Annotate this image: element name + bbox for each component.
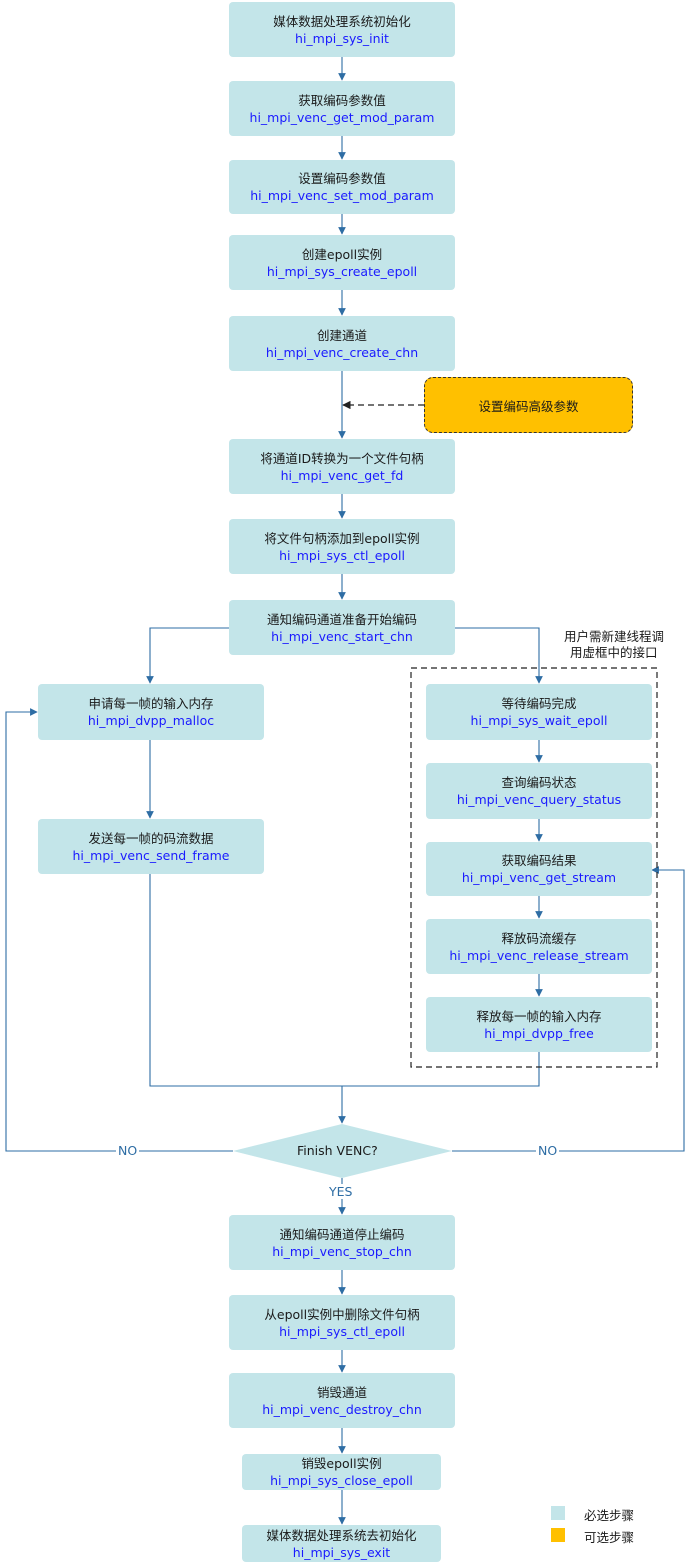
step-label: 媒体数据处理系统初始化 xyxy=(273,13,411,29)
step-api: hi_mpi_sys_init xyxy=(295,30,389,46)
thread-note-line1: 用户需新建线程调 xyxy=(564,629,665,644)
step-api: hi_mpi_venc_set_mod_param xyxy=(250,188,434,203)
step-query-status: 查询编码状态 hi_mpi_venc_query_status xyxy=(426,763,652,819)
step-api: hi_mpi_sys_close_epoll xyxy=(270,1473,413,1488)
decision-diamond xyxy=(233,1124,452,1178)
legend-required-swatch xyxy=(551,1506,565,1520)
thread-note-line2: 用虚框中的接口 xyxy=(570,645,658,660)
decision-no-left: NO xyxy=(116,1143,140,1158)
legend-required-label: 必选步骤 xyxy=(584,1508,635,1523)
step-label: 销毁通道 xyxy=(316,1384,367,1400)
optional-step-label: 设置编码高级参数 xyxy=(478,398,579,414)
step-create-chn: 创建通道 hi_mpi_venc_create_chn xyxy=(229,316,455,371)
step-label: 等待编码完成 xyxy=(501,696,577,711)
step-label: 媒体数据处理系统去初始化 xyxy=(266,1527,417,1543)
step-api: hi_mpi_sys_create_epoll xyxy=(266,263,418,279)
step-api: hi_mpi_dvpp_malloc xyxy=(87,713,215,728)
step-close-epoll: 销毁epoll实例 hi_mpi_sys_close_epoll xyxy=(242,1454,441,1490)
step-api: hi_mpi_venc_create_chn xyxy=(265,344,419,360)
step-send-frame: 发送每一帧的码流数据 hi_mpi_venc_send_frame xyxy=(38,819,264,874)
step-api: hi_mpi_sys_ctl_epoll xyxy=(279,547,405,563)
legend-optional-swatch xyxy=(551,1528,565,1542)
step-api: hi_mpi_dvpp_free xyxy=(484,1025,594,1041)
step-api: hi_mpi_venc_send_frame xyxy=(72,847,230,863)
step-label: 释放每一帧的输入内存 xyxy=(476,1008,602,1024)
step-label: 创建epoll实例 xyxy=(301,246,383,262)
step-label: 将通道ID转换为一个文件句柄 xyxy=(260,450,424,466)
step-label: 创建通道 xyxy=(316,327,367,343)
step-ctl-epoll-add: 将文件句柄添加到epoll实例 hi_mpi_sys_ctl_epoll xyxy=(229,519,455,574)
step-api: hi_mpi_venc_release_stream xyxy=(449,947,629,963)
decision-yes: YES xyxy=(327,1184,355,1199)
step-wait-epoll: 等待编码完成 hi_mpi_sys_wait_epoll xyxy=(426,684,652,740)
step-label: 从epoll实例中删除文件句柄 xyxy=(264,1306,420,1322)
step-get-mod-param: 获取编码参数值 hi_mpi_venc_get_mod_param xyxy=(229,81,455,136)
legend-optional-label: 可选步骤 xyxy=(584,1530,635,1545)
step-sys-exit: 媒体数据处理系统去初始化 hi_mpi_sys_exit xyxy=(242,1525,441,1562)
step-start-chn: 通知编码通道准备开始编码 hi_mpi_venc_start_chn xyxy=(229,600,455,655)
step-api: hi_mpi_venc_get_fd xyxy=(280,467,404,483)
step-label: 查询编码状态 xyxy=(501,775,577,790)
step-stop-chn: 通知编码通道停止编码 hi_mpi_venc_stop_chn xyxy=(229,1215,455,1270)
step-api: hi_mpi_sys_wait_epoll xyxy=(470,713,608,728)
step-label: 通知编码通道准备开始编码 xyxy=(266,611,417,627)
step-set-mod-param: 设置编码参数值 hi_mpi_venc_set_mod_param xyxy=(229,160,455,214)
step-dvpp-free: 释放每一帧的输入内存 hi_mpi_dvpp_free xyxy=(426,997,652,1052)
step-api: hi_mpi_sys_exit xyxy=(292,1544,391,1560)
step-api: hi_mpi_sys_ctl_epoll xyxy=(279,1323,405,1339)
step-destroy-chn: 销毁通道 hi_mpi_venc_destroy_chn xyxy=(229,1373,455,1428)
step-sys-init: 媒体数据处理系统初始化 hi_mpi_sys_init xyxy=(229,2,455,57)
step-release-stream: 释放码流缓存 hi_mpi_venc_release_stream xyxy=(426,919,652,974)
step-label: 获取编码参数值 xyxy=(298,92,386,108)
step-api: hi_mpi_venc_stop_chn xyxy=(272,1243,412,1259)
step-api: hi_mpi_venc_destroy_chn xyxy=(262,1401,422,1417)
step-label: 销毁epoll实例 xyxy=(301,1456,382,1471)
step-label: 释放码流缓存 xyxy=(501,930,577,946)
step-api: hi_mpi_venc_get_stream xyxy=(461,870,617,885)
step-dvpp-malloc: 申请每一帧的输入内存 hi_mpi_dvpp_malloc xyxy=(38,684,264,740)
step-label: 获取编码结果 xyxy=(501,853,577,868)
step-label: 发送每一帧的码流数据 xyxy=(88,830,214,846)
step-create-epoll: 创建epoll实例 hi_mpi_sys_create_epoll xyxy=(229,235,455,290)
step-api: hi_mpi_venc_get_mod_param xyxy=(249,109,435,125)
step-get-stream: 获取编码结果 hi_mpi_venc_get_stream xyxy=(426,842,652,896)
decision-no-right: NO xyxy=(536,1143,560,1158)
decision-label: Finish VENC? xyxy=(297,1143,378,1158)
step-label: 通知编码通道停止编码 xyxy=(279,1226,405,1242)
step-label: 申请每一帧的输入内存 xyxy=(88,696,214,711)
step-ctl-epoll-del: 从epoll实例中删除文件句柄 hi_mpi_sys_ctl_epoll xyxy=(229,1295,455,1350)
optional-step-advanced-params: 设置编码高级参数 xyxy=(424,377,633,433)
step-api: hi_mpi_venc_query_status xyxy=(456,792,622,807)
step-api: hi_mpi_venc_start_chn xyxy=(271,628,413,644)
step-label: 将文件句柄添加到epoll实例 xyxy=(264,530,420,546)
step-label: 设置编码参数值 xyxy=(298,171,386,186)
step-get-fd: 将通道ID转换为一个文件句柄 hi_mpi_venc_get_fd xyxy=(229,439,455,494)
